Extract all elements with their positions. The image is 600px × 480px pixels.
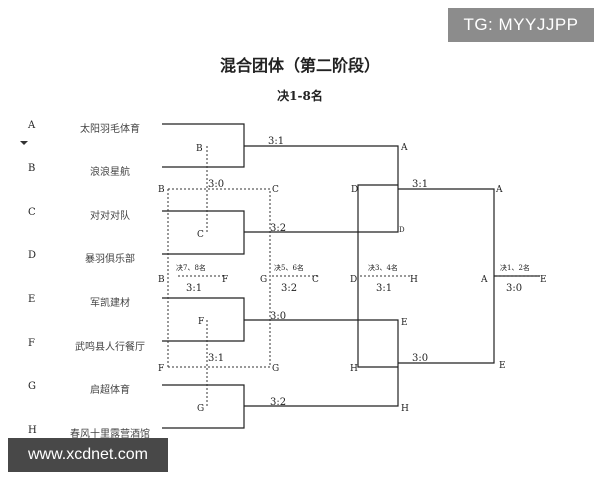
bracket-line-semi-bottom (244, 319, 399, 407)
team-name-b: 浪浪星航 (90, 167, 130, 178)
placement-top-left: B (158, 185, 165, 195)
fifth-right-team: C (312, 275, 319, 285)
qf1-winner: B (196, 144, 203, 154)
seventh-left-team: B (158, 275, 165, 285)
team-letter-a: A (28, 120, 36, 131)
placement-top-right: C (272, 185, 279, 195)
third-left-team: D (350, 275, 357, 285)
team-name-e: 军凯建材 (90, 298, 130, 309)
team-name-c: 对对对队 (90, 211, 130, 222)
team-name-h: 春风十里露营酒馆 (70, 429, 150, 440)
third-top-team: D (351, 185, 358, 195)
tg-badge: TG: MYYJJPP (448, 8, 594, 42)
qf4-winner: G (197, 404, 204, 414)
qf1-score: 3:1 (268, 136, 284, 147)
triangle-icon (20, 141, 28, 145)
semi1-score: 3:1 (412, 179, 428, 190)
team-letter-d: D (28, 250, 37, 261)
bracket-line-third (357, 184, 398, 368)
team-letter-e: E (28, 294, 36, 305)
placement-bottom-score: 3:1 (208, 353, 224, 364)
semi2-score: 3:0 (412, 353, 428, 364)
final-top-winner: A (495, 185, 503, 195)
site-watermark: www.xcdnet.com (8, 438, 168, 472)
semi2-loser: H (401, 404, 409, 414)
seventh-score: 3:1 (186, 283, 202, 294)
team-letter-h: H (28, 425, 37, 436)
seventh-label: 决7、8名 (176, 263, 206, 272)
team-name-a: 太阳羽毛体育 (80, 124, 140, 135)
placement-top-score: 3:0 (208, 179, 224, 190)
bracket-line-ab (162, 123, 245, 168)
team-name-d: 暴羽俱乐部 (85, 254, 135, 265)
semi1-winner: A (400, 143, 408, 153)
qf2-score: 3:2 (270, 223, 286, 234)
third-label: 决3、4名 (368, 263, 398, 272)
team-letter-g: G (28, 381, 36, 392)
qf2-winner: C (197, 230, 204, 240)
third-bottom-team: H (350, 364, 358, 374)
final-label: 决1、2名 (500, 263, 530, 272)
page-title: 混合团体（第二阶段） (219, 56, 380, 75)
team-letter-f: F (28, 338, 35, 349)
placement-bottom-left: F (158, 364, 164, 374)
winner-bracket-lines (162, 123, 540, 429)
team-letter-c: C (28, 207, 36, 218)
final-left-team: A (480, 275, 488, 285)
final-score: 3:0 (506, 283, 522, 294)
fifth-score: 3:2 (281, 283, 297, 294)
fifth-left-team: G (260, 275, 267, 285)
qf3-score: 3:0 (270, 311, 286, 322)
team-name-g: 启超体育 (90, 385, 130, 396)
semi1-loser: D (399, 226, 405, 234)
placement-bracket-lines (167, 146, 538, 406)
team-name-f: 武鸣县人行餐厅 (75, 342, 145, 353)
final-bottom-winner: E (499, 361, 506, 371)
final-right-team: E (540, 275, 547, 285)
fifth-label: 决5、6名 (274, 263, 304, 272)
bracket-line-semi-top (244, 145, 399, 233)
qf3-winner: F (198, 317, 204, 327)
semi2-winner: E (401, 318, 408, 328)
dotted-line-placement (168, 188, 271, 368)
placement-bottom-right: G (272, 364, 279, 374)
third-score: 3:1 (376, 283, 392, 294)
qf4-score: 3:2 (270, 397, 286, 408)
seventh-right-team: F (222, 275, 228, 285)
page-subtitle: 决1-8名 (277, 89, 323, 103)
team-letter-b: B (28, 163, 36, 174)
third-right-team: H (410, 275, 418, 285)
